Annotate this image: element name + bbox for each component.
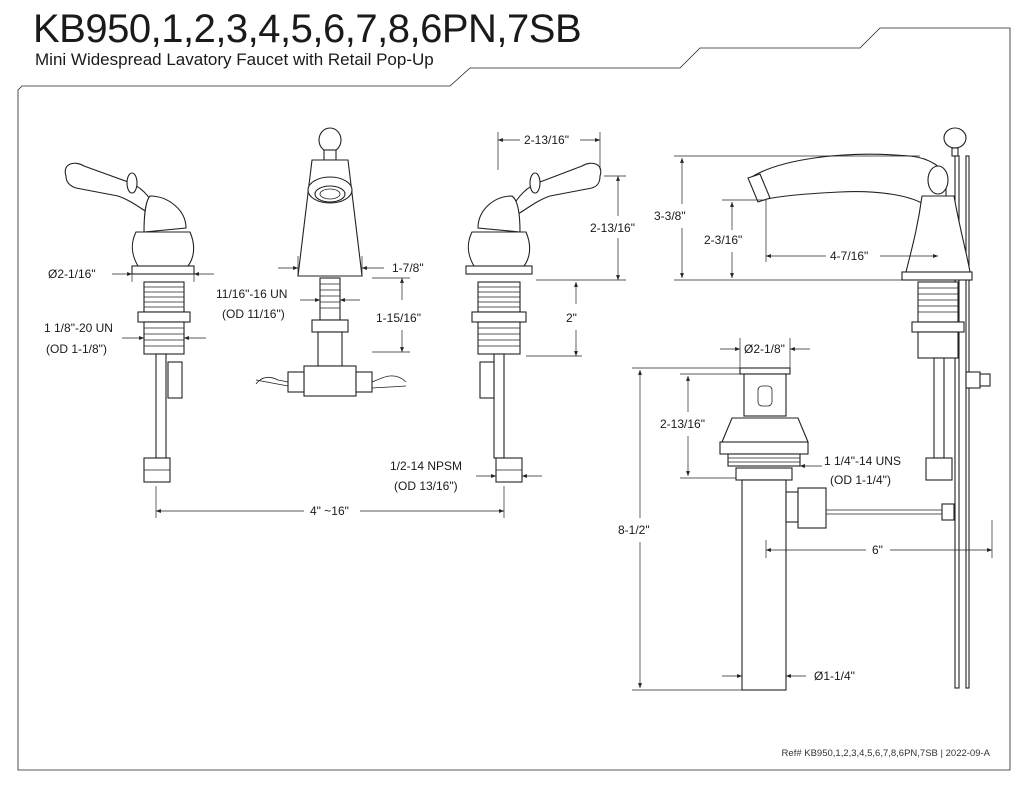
page-subtitle: Mini Widespread Lavatory Faucet with Ret… — [35, 50, 434, 69]
dim-handle-thread-od: (OD 1-1/8") — [46, 342, 107, 356]
dim-popup-thread: 1 1/4"-14 UNS — [824, 454, 901, 468]
dim-popup-rod: 6" — [872, 543, 883, 557]
dim-spout-shank: 1-15/16" — [376, 311, 421, 325]
dim-handle-thread: 1 1/8"-20 UN — [44, 321, 113, 335]
dim-popup-thread-od: (OD 1-1/4") — [830, 473, 891, 487]
dim-handle-top-width: 2-13/16" — [524, 133, 569, 147]
page-title: KB950,1,2,3,4,5,6,7,8,6PN,7SB — [33, 7, 582, 51]
dim-spread: 4" ~16" — [310, 504, 349, 518]
dim-popup-total-height: 8-1/2" — [618, 523, 650, 537]
dim-spout-width: 1-7/8" — [392, 261, 424, 275]
dim-spout-thread: 11/16"-16 UN — [216, 287, 287, 301]
dim-supply-thread-od: (OD 13/16") — [394, 479, 458, 493]
dim-popup-body-height: 2-13/16" — [660, 417, 705, 431]
right-handle-assembly — [465, 162, 602, 483]
dim-supply-thread: 1/2-14 NPSM — [390, 459, 462, 473]
spout-front-assembly — [255, 127, 407, 397]
dim-spout-total-height: 3-3/8" — [654, 209, 686, 223]
dim-handle-dia: Ø2-1/16" — [48, 267, 96, 281]
dim-handle-shank: 2" — [566, 311, 577, 325]
dim-tailpiece-dia: Ø1-1/4" — [814, 669, 855, 683]
dim-spout-outlet-height: 2-3/16" — [704, 233, 742, 247]
dim-popup-flange-dia: Ø2-1/8" — [744, 342, 785, 356]
reference-number: Ref# KB950,1,2,3,4,5,6,7,8,6PN,7SB | 202… — [781, 748, 990, 759]
spout-side-assembly — [747, 127, 991, 689]
dim-handle-height: 2-13/16" — [590, 221, 635, 235]
drawing-frame — [17, 27, 1011, 771]
dim-spout-reach: 4-7/16" — [830, 249, 868, 263]
left-handle-assembly — [64, 162, 195, 483]
dim-spout-thread-od: (OD 11/16") — [222, 307, 285, 321]
popup-drain-assembly — [719, 367, 955, 691]
